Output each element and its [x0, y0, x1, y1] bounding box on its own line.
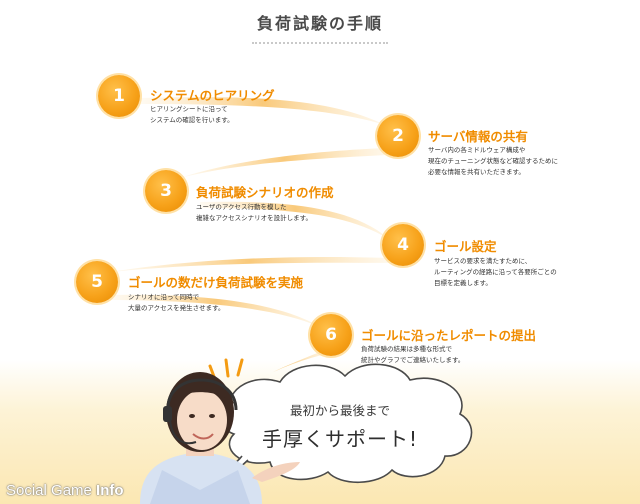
step-6-desc-line: 統計やグラフでご連絡いたします。 [361, 356, 465, 364]
page-title: 負荷試験の手順 [256, 14, 383, 33]
step-2-description: サーバ内の各ミドルウェア構成や 現在のチューニング状態など確認するために 必要な… [428, 145, 558, 178]
step-4-desc-line: 目標を定義します。 [434, 279, 492, 287]
step-2-desc-line: 現在のチューニング状態など確認するために [428, 157, 558, 165]
watermark-text-bold: Info [96, 482, 124, 499]
step-4-title: ゴール設定 [434, 239, 497, 254]
step-3-title: 負荷試験シナリオの作成 [196, 185, 334, 200]
title-divider [252, 42, 388, 44]
step-3-description: ユーザのアクセス行動を模した 複雑なアクセスシナリオを設計します。 [196, 202, 312, 224]
step-5-desc-line: シナリオに沿って同時で [128, 293, 200, 301]
curve-2-3 [180, 148, 388, 178]
step-2-desc-line: 必要な情報を共有いただきます。 [428, 168, 525, 176]
step-2-title: サーバ情報の共有 [428, 129, 528, 144]
step-1-number-badge: 1 [98, 75, 140, 117]
bubble-line-2: 手厚くサポート! [261, 427, 419, 451]
operator-woman-image [140, 372, 300, 504]
step-5-description: シナリオに沿って同時で 大量のアクセスを発生させます。 [128, 292, 225, 314]
step-6-title: ゴールに沿ったレポートの提出 [361, 328, 537, 343]
step-3-number-badge: 3 [145, 170, 187, 212]
step-5-desc-line: 大量のアクセスを発生させます。 [128, 304, 225, 312]
step-1-description: ヒアリングシートに沿って システムの確認を行います。 [150, 104, 234, 126]
step-2-desc-line: サーバ内の各ミドルウェア構成や [428, 146, 526, 154]
step-4-desc-line: ルーティングの経路に沿って各要所ごとの [434, 268, 557, 276]
watermark: Social Game Info [6, 482, 124, 499]
step-4-description: サービスの要求を満たすために、 ルーティングの経路に沿って各要所ごとの 目標を定… [434, 256, 557, 289]
step-6-number-badge: 6 [310, 314, 352, 356]
step-5-number-badge: 5 [76, 261, 118, 303]
step-4-number-badge: 4 [382, 224, 424, 266]
curve-4-5 [110, 256, 388, 272]
step-1-desc-line: ヒアリングシートに沿って [150, 105, 228, 113]
step-3-desc-line: ユーザのアクセス行動を模した [196, 203, 287, 211]
watermark-text: Social Game [6, 482, 97, 499]
curve-1-2 [140, 97, 385, 125]
step-4-desc-line: サービスの要求を満たすために、 [434, 257, 532, 265]
bubble-line-1: 最初から最後まで [289, 403, 390, 418]
curve-3-4 [200, 201, 390, 240]
step-2-number-badge: 2 [377, 115, 419, 157]
step-3-desc-line: 複雑なアクセスシナリオを設計します。 [196, 214, 313, 222]
step-6-description: 負荷試験の結果は多種な形式で 統計やグラフでご連絡いたします。 [361, 344, 464, 366]
step-5-title: ゴールの数だけ負荷試験を実施 [128, 275, 304, 290]
curve-5-6 [110, 294, 322, 328]
step-1-title: システムのヒアリング [150, 88, 275, 103]
step-1-desc-line: システムの確認を行います。 [150, 116, 234, 124]
step-6-desc-line: 負荷試験の結果は多種な形式で [361, 345, 452, 353]
